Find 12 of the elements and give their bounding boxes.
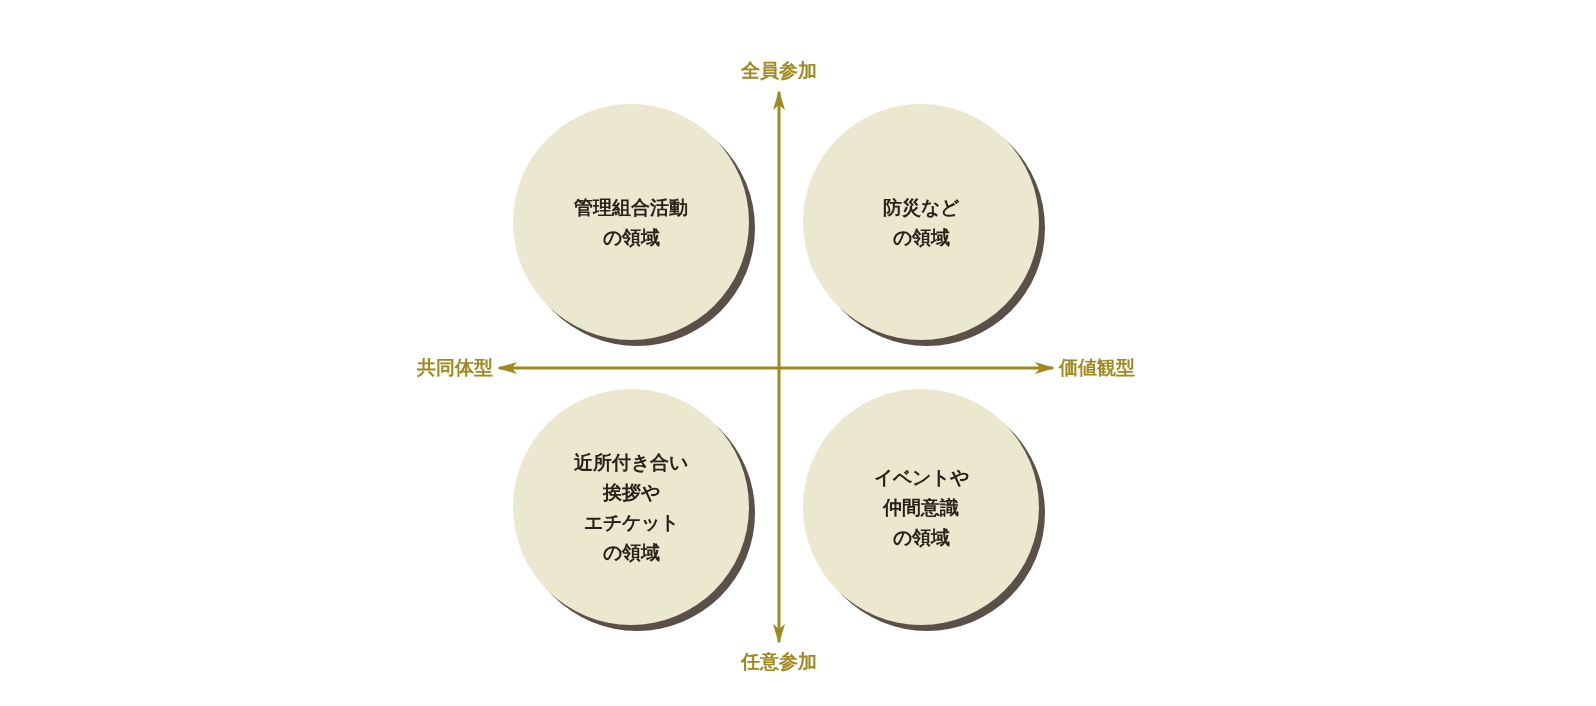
axis-label: 共同体型 xyxy=(417,355,493,381)
axis-label: 任意参加 xyxy=(741,649,817,675)
arrow xyxy=(773,368,785,644)
quadrant-text: イベントや仲間意識の領域 xyxy=(872,465,970,550)
quadrant-text: 近所付き合い挨拶やエチケットの領域 xyxy=(573,450,689,565)
arrow xyxy=(779,362,1055,374)
arrow xyxy=(497,362,779,374)
axis-label: 全員参加 xyxy=(741,58,817,84)
quadrant-text: 管理組合活動の領域 xyxy=(573,195,689,250)
quadrant-text: 防災などの領域 xyxy=(882,195,960,250)
axis-label: 価値観型 xyxy=(1059,355,1135,381)
arrow xyxy=(773,90,785,368)
